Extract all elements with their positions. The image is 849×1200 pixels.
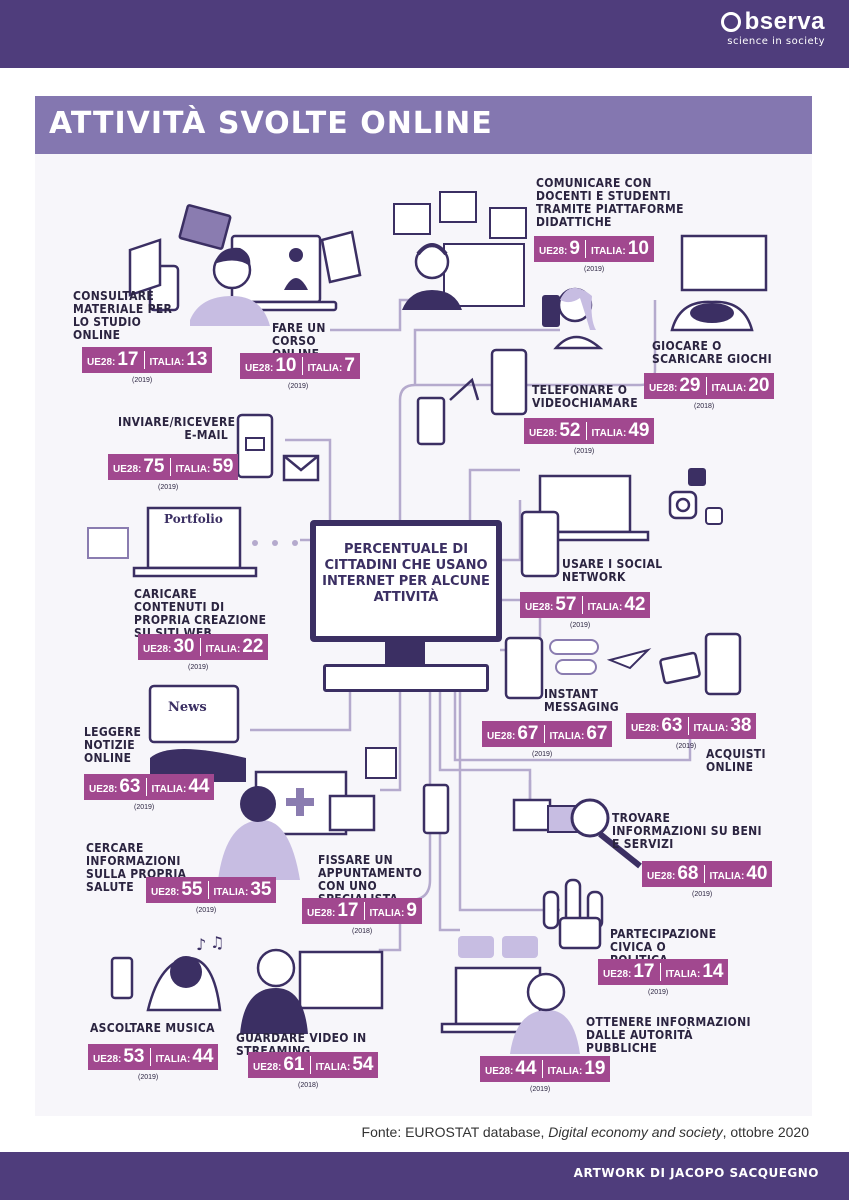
stat-badge: UE28:63 ITALIA:38 [626, 713, 757, 739]
year-label: (2018) [298, 1082, 319, 1089]
year-label: (2019) [196, 907, 217, 914]
stat-badge: UE28:57 ITALIA:42 [520, 592, 651, 618]
year-label: (2019) [532, 751, 553, 758]
year-label: (2019) [574, 448, 595, 455]
activity-label: INSTANT MESSAGING [544, 687, 619, 714]
stat-badge: UE28:30 ITALIA:22 [138, 634, 269, 660]
year-label: (2019) [676, 743, 697, 750]
year-label: (2019) [570, 622, 591, 629]
stat-badge: UE28:61 ITALIA:54 [248, 1052, 379, 1078]
activity-label: CARICARE CONTENUTI DI PROPRIA CREAZIONE … [134, 587, 267, 640]
activity-label: GIOCARE O SCARICARE GIOCHI [652, 339, 772, 366]
year-label: (2019) [288, 383, 309, 390]
stat-badge: UE28:67 ITALIA:67 [482, 721, 613, 747]
svg-text:♫: ♫ [210, 933, 224, 952]
stat-badge: UE28:44 ITALIA:19 [480, 1056, 611, 1082]
activity-label: OTTENERE INFORMAZIONI DALLE AUTORITÀ PUB… [586, 1015, 751, 1055]
year-label: (2019) [692, 891, 713, 898]
portfolio-illustration-text: Portfolio [164, 512, 223, 526]
stat-badge: UE28:53 ITALIA:44 [88, 1044, 219, 1070]
year-label: (2019) [132, 377, 153, 384]
activity-label: CONSULTARE MATERIALE PER LO STUDIO ONLIN… [73, 289, 173, 342]
source-note: Fonte: EUROSTAT database, Digital econom… [361, 1124, 809, 1140]
activity-label: ACQUISTI ONLINE [706, 747, 766, 774]
year-label: (2019) [188, 664, 209, 671]
activity-label: CERCARE INFORMAZIONI SULLA PROPRIA SALUT… [86, 841, 187, 894]
year-label: (2019) [584, 266, 605, 273]
central-monitor-text: PERCENTUALE DI CITTADINI CHE USANO INTER… [322, 542, 490, 605]
activity-label: INVIARE/RICEVERE E-MAIL [118, 415, 236, 442]
stat-badge: UE28:10 ITALIA:7 [240, 353, 360, 379]
activity-label: COMUNICARE CON DOCENTI E STUDENTI TRAMIT… [536, 176, 684, 229]
bottom-banner: ARTWORK DI JACOPO SACQUEGNO [0, 1152, 849, 1200]
svg-text:♪: ♪ [196, 935, 206, 954]
stat-badge: UE28:52 ITALIA:49 [524, 418, 655, 444]
stat-badge: UE28:63 ITALIA:44 [84, 774, 215, 800]
artwork-credit: ARTWORK DI JACOPO SACQUEGNO [573, 1166, 819, 1180]
year-label: (2019) [648, 989, 669, 996]
stat-badge: UE28:17 ITALIA:14 [598, 959, 729, 985]
activity-label: LEGGERE NOTIZIE ONLINE [84, 725, 142, 765]
year-label: (2019) [530, 1086, 551, 1093]
year-label: (2019) [158, 484, 179, 491]
year-label: (2019) [138, 1074, 159, 1081]
stat-badge: UE28:55 ITALIA:35 [146, 877, 277, 903]
stat-badge: UE28:68 ITALIA:40 [642, 861, 773, 887]
stat-badge: UE28:17 ITALIA:13 [82, 347, 213, 373]
activity-label: ASCOLTARE MUSICA [90, 1021, 215, 1035]
activity-label: USARE I SOCIAL NETWORK [562, 557, 663, 584]
news-illustration-text: News [168, 700, 207, 715]
logo-tagline: science in society [727, 36, 825, 47]
observa-logo: bserva science in society [720, 8, 825, 47]
activity-label: TROVARE INFORMAZIONI SU BENI E SERVIZI [612, 811, 762, 851]
stat-badge: UE28:29 ITALIA:20 [644, 373, 775, 399]
page-title: ATTIVITÀ SVOLTE ONLINE [49, 106, 493, 141]
top-banner: bserva science in society [0, 0, 849, 68]
year-label: (2018) [694, 403, 715, 410]
keyboard [323, 664, 489, 692]
year-label: (2019) [134, 804, 155, 811]
logo-brand: bserva [744, 8, 825, 35]
stat-badge: UE28:17 ITALIA:9 [302, 898, 422, 924]
year-label: (2018) [352, 928, 373, 935]
stat-badge: UE28:75 ITALIA:59 [108, 454, 239, 480]
central-monitor: PERCENTUALE DI CITTADINI CHE USANO INTER… [310, 520, 502, 642]
monitor-stand [385, 636, 425, 664]
stat-badge: UE28:9 ITALIA:10 [534, 236, 654, 262]
logo-ring-icon [720, 12, 741, 32]
activity-label: TELEFONARE O VIDEOCHIAMARE [532, 383, 638, 410]
title-band: ATTIVITÀ SVOLTE ONLINE [35, 96, 812, 154]
